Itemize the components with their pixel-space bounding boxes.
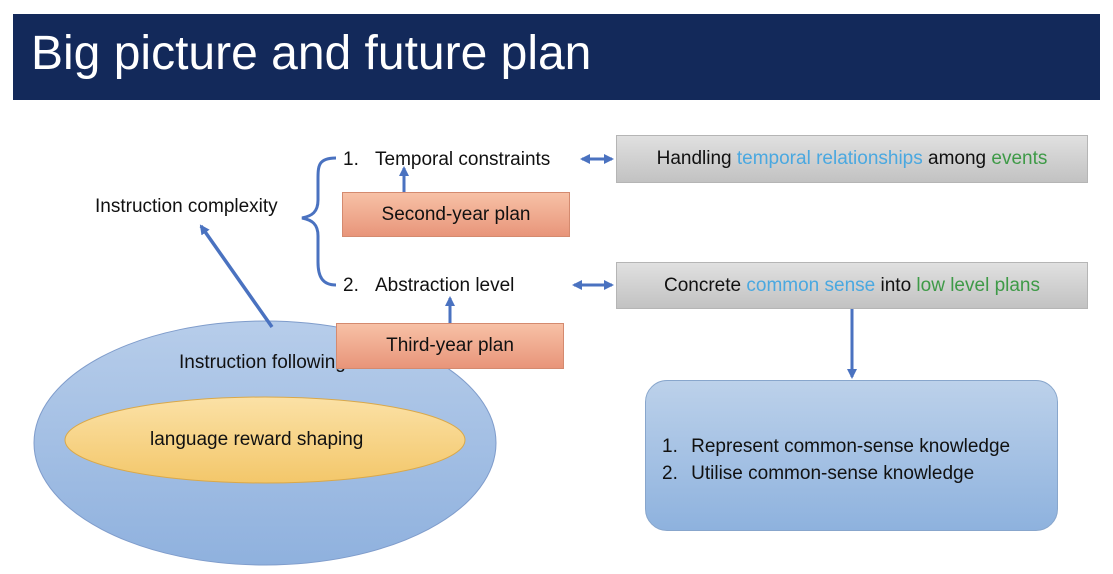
instruction-following-label: Instruction following <box>179 352 346 373</box>
knowledge-item: 2. Utilise common-sense knowledge <box>662 460 1010 487</box>
third-year-plan-box: Third-year plan <box>336 323 564 369</box>
knowledge-item-text: Represent common-sense knowledge <box>691 436 1011 457</box>
temporal-detail-text-2: among <box>922 148 992 169</box>
knowledge-item-text: Utilise common-sense knowledge <box>691 463 975 484</box>
temporal-detail-highlight-2: events <box>991 148 1048 169</box>
temporal-detail-text-1: Handling <box>656 148 737 169</box>
slide-title: Big picture and future plan <box>31 27 592 80</box>
item-2-number: 2. <box>343 275 359 296</box>
knowledge-item: 1. Represent common-sense knowledge <box>662 433 1010 460</box>
abstraction-detail-highlight-1: common sense <box>746 274 876 296</box>
third-year-plan-label: Third-year plan <box>386 335 514 356</box>
reward-shaping-label: language reward shaping <box>150 429 364 450</box>
item-2-label: Abstraction level <box>375 275 515 296</box>
second-year-plan-box: Second-year plan <box>342 192 570 237</box>
knowledge-item-number: 1. <box>662 436 678 457</box>
abstraction-detail-box: Concrete common sense into low level pla… <box>616 262 1088 309</box>
item-1-number: 1. <box>343 149 359 170</box>
second-year-plan-label: Second-year plan <box>381 203 531 225</box>
title-bar: Big picture and future plan <box>13 14 1100 100</box>
temporal-detail-box: Handling temporal relationships among ev… <box>616 135 1088 183</box>
knowledge-box: 1. Represent common-sense knowledge 2. U… <box>645 380 1058 531</box>
knowledge-item-number: 2. <box>662 463 678 484</box>
abstraction-detail-text-1: Concrete <box>664 274 747 296</box>
temporal-detail-highlight-1: temporal relationships <box>736 148 923 169</box>
abstraction-detail-highlight-2: low level plans <box>916 274 1040 296</box>
curly-brace <box>301 156 337 287</box>
knowledge-list: 1. Represent common-sense knowledge 2. U… <box>662 433 1010 487</box>
reward-shaping-ellipse <box>64 396 466 484</box>
abstraction-detail-text-2: into <box>875 274 917 296</box>
item-1-label: Temporal constraints <box>375 149 551 170</box>
arrow-following-to-complexity <box>199 224 274 329</box>
instruction-complexity-label: Instruction complexity <box>95 196 278 217</box>
